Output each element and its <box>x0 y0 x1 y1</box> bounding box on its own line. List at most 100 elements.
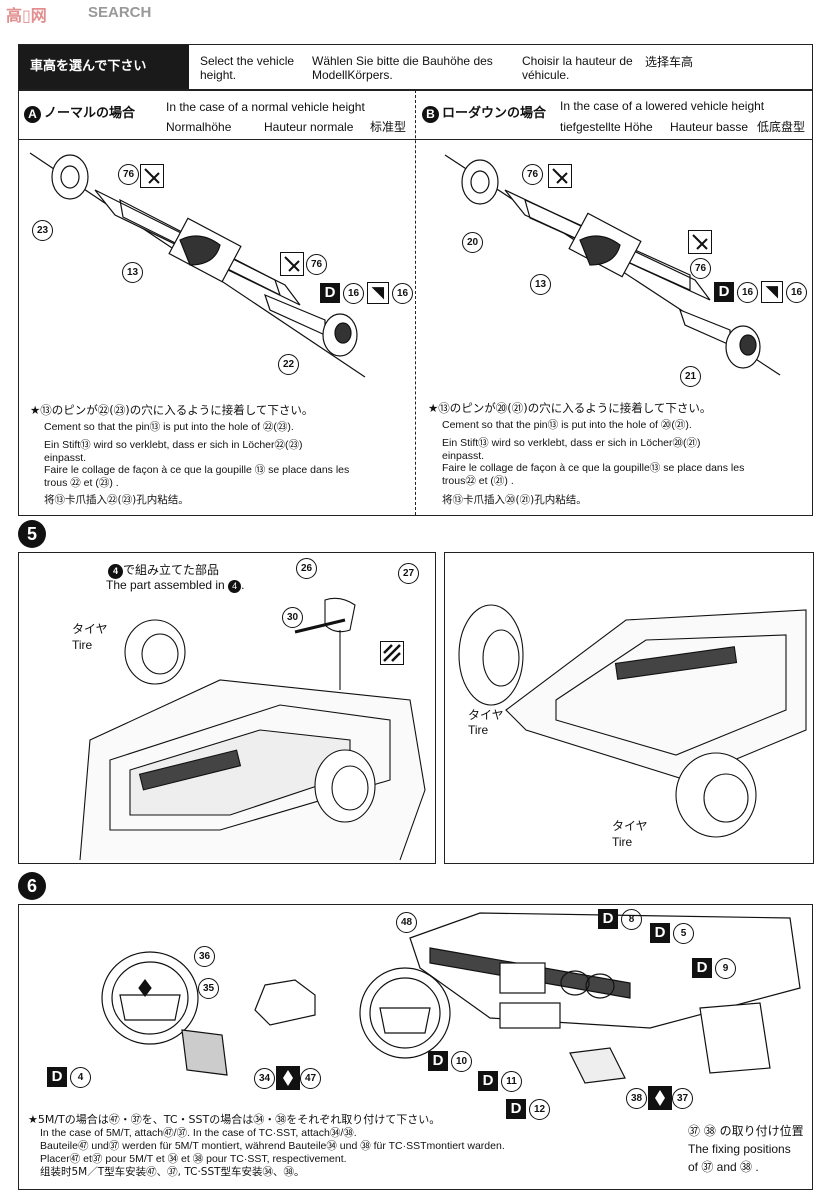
decal-number: 8 <box>621 908 642 930</box>
decal-number: 4 <box>70 1066 91 1088</box>
decal-letter: D <box>478 1071 498 1091</box>
decal-tag: D 9 <box>692 957 736 979</box>
option-b-jp: ローダウンの場合 <box>442 106 547 121</box>
part-callout: 47 <box>300 1068 321 1089</box>
decal-tag: D 10 <box>428 1050 472 1072</box>
decal-tag: D 4 <box>47 1066 91 1088</box>
part-callout: 38 <box>626 1088 647 1109</box>
tire-label-jp: タイヤ <box>468 708 504 722</box>
decal-tag: D 8 <box>598 908 642 930</box>
part-callout: 30 <box>282 607 303 628</box>
decal-number: 16 <box>737 281 758 303</box>
tire-label-en: Tire <box>72 638 93 652</box>
alternative-part-icon <box>276 1066 300 1090</box>
fixing-position-en-1: The fixing positions <box>688 1142 791 1156</box>
part-callout: 23 <box>32 220 53 241</box>
step4-title-fr: Choisir la hauteur de véhicule. <box>522 54 633 82</box>
note-a-en: Cement so that the pin⑬ is put into the … <box>44 421 294 433</box>
tire-label-jp: タイヤ <box>72 622 108 636</box>
cement-icon <box>280 252 304 276</box>
step5-assembled-en: The part assembled in 4. <box>106 578 245 593</box>
option-a-cn: 标准型 <box>370 120 407 134</box>
dashboard-drawing <box>359 912 801 1084</box>
decal-letter: D <box>598 909 618 929</box>
step4-panel <box>18 44 813 516</box>
part-callout: 48 <box>396 912 417 933</box>
part-callout: 76 <box>306 254 327 275</box>
decal-number: 16 <box>343 282 364 304</box>
decal-letter: D <box>47 1067 67 1087</box>
fixing-position-jp: ㊲ ㊳ の取り付け位置 <box>688 1124 804 1138</box>
part-callout: 76 <box>118 164 139 185</box>
decal-letter: D <box>650 923 670 943</box>
note-a-fr: Faire le collage de façon à ce que la go… <box>44 464 350 489</box>
note-a-de: Ein Stift⑬ wird so verklebt, dass er sic… <box>44 439 303 464</box>
step6-number: 6 <box>18 872 46 900</box>
watermark-logo: 高▯网 <box>6 6 47 25</box>
alternative-part-icon <box>648 1086 672 1110</box>
part-callout: 26 <box>296 558 317 579</box>
decal-letter: D <box>428 1051 448 1071</box>
step4-title-de: Wählen Sie bitte die Bauhöhe des ModellK… <box>312 54 493 82</box>
decal-letter: D <box>320 283 340 303</box>
option-a-jp: ノーマルの場合 <box>44 106 136 121</box>
step6-note-cn: 组装时5M／T型车安装㊼、㊲, TC·SST型车安装㉞、㊳。 <box>40 1166 305 1178</box>
step4-title-cn: 选择车高 <box>645 55 694 69</box>
decal-number: 5 <box>673 922 694 944</box>
axle-drawing-normal <box>29 152 366 378</box>
option-a-en: In the case of a normal vehicle height <box>166 100 365 114</box>
part-callout: 76 <box>690 258 711 279</box>
cement-icon <box>548 164 572 188</box>
decal-tag: D 5 <box>650 922 694 944</box>
part-callout: 20 <box>462 232 483 253</box>
step4-header-black <box>19 45 189 89</box>
watermark-text: SEARCH <box>88 4 152 21</box>
step5-number: 5 <box>18 520 46 548</box>
column-divider <box>415 90 416 515</box>
step6-note-de: Bauteile㊼ und㊲ werden für 5M/T montiert,… <box>40 1140 505 1152</box>
part-callout: 36 <box>194 946 215 967</box>
part-callout: 13 <box>122 262 143 283</box>
option-b-fr: Hauteur basse <box>670 120 749 134</box>
part-callout: 35 <box>198 978 219 999</box>
note-a-jp: ★⑬のピンが㉒(㉓)の穴に入るように接着して下さい。 <box>30 403 314 417</box>
step4-title-jp: 車高を選んで下さい <box>30 59 147 74</box>
note-b-fr: Faire le collage de façon à ce que la go… <box>442 462 745 487</box>
decal-letter: D <box>692 958 712 978</box>
part-callout: 21 <box>680 366 701 387</box>
header-divider <box>19 89 812 91</box>
cement-icon <box>380 641 404 665</box>
step6-note-en: In the case of 5M/T, attach㊼/㊲. In the c… <box>40 1127 357 1139</box>
decal-letter: D <box>714 282 734 302</box>
part-callout: 37 <box>672 1088 693 1109</box>
steering-wheel-drawing <box>101 951 316 1076</box>
part-callout: 27 <box>398 563 419 584</box>
decal-number: 10 <box>451 1050 472 1072</box>
decal-tag: D 12 <box>506 1098 550 1120</box>
decal-number: 11 <box>501 1070 522 1092</box>
decal-letter: D <box>506 1099 526 1119</box>
step6-note-fr: Placer㊼ et㊲ pour 5M/T et ㉞ et ㊳ pour TC·… <box>40 1153 347 1165</box>
option-b-badge: B <box>422 106 439 123</box>
tire-label-jp: タイヤ <box>612 819 648 833</box>
note-b-de: Ein Stift⑬ wird so verklebt, dass er sic… <box>442 437 701 462</box>
part-callout: 22 <box>278 354 299 375</box>
option-b-cn: 低底盘型 <box>757 120 806 134</box>
note-b-jp: ★⑬のピンが⑳(㉑)の穴に入るように接着して下さい。 <box>428 401 712 415</box>
decal-number: 16 <box>392 282 413 304</box>
part-callout: 34 <box>254 1068 275 1089</box>
option-a-de: Normalhöhe <box>166 120 232 134</box>
chassis-drawing-right <box>458 604 807 838</box>
note-a-cn: 将⑬卡爪插入㉒(㉓)孔内粘结。 <box>44 494 189 506</box>
part-callout: 13 <box>530 274 551 295</box>
decal-number: 9 <box>715 957 736 979</box>
fixing-position-en-2: of ㊲ and ㊳ . <box>688 1160 759 1174</box>
decal-tag: D 16 ◥ 16 <box>714 281 807 303</box>
mirror-icon: ◥ <box>761 281 783 303</box>
tire-label-en: Tire <box>612 835 633 849</box>
option-b-en: In the case of a lowered vehicle height <box>560 99 765 113</box>
step5-panel-right <box>444 552 814 864</box>
step5-panel-left <box>18 552 436 864</box>
step4-title-en: Select the vehicle height. <box>200 54 295 82</box>
